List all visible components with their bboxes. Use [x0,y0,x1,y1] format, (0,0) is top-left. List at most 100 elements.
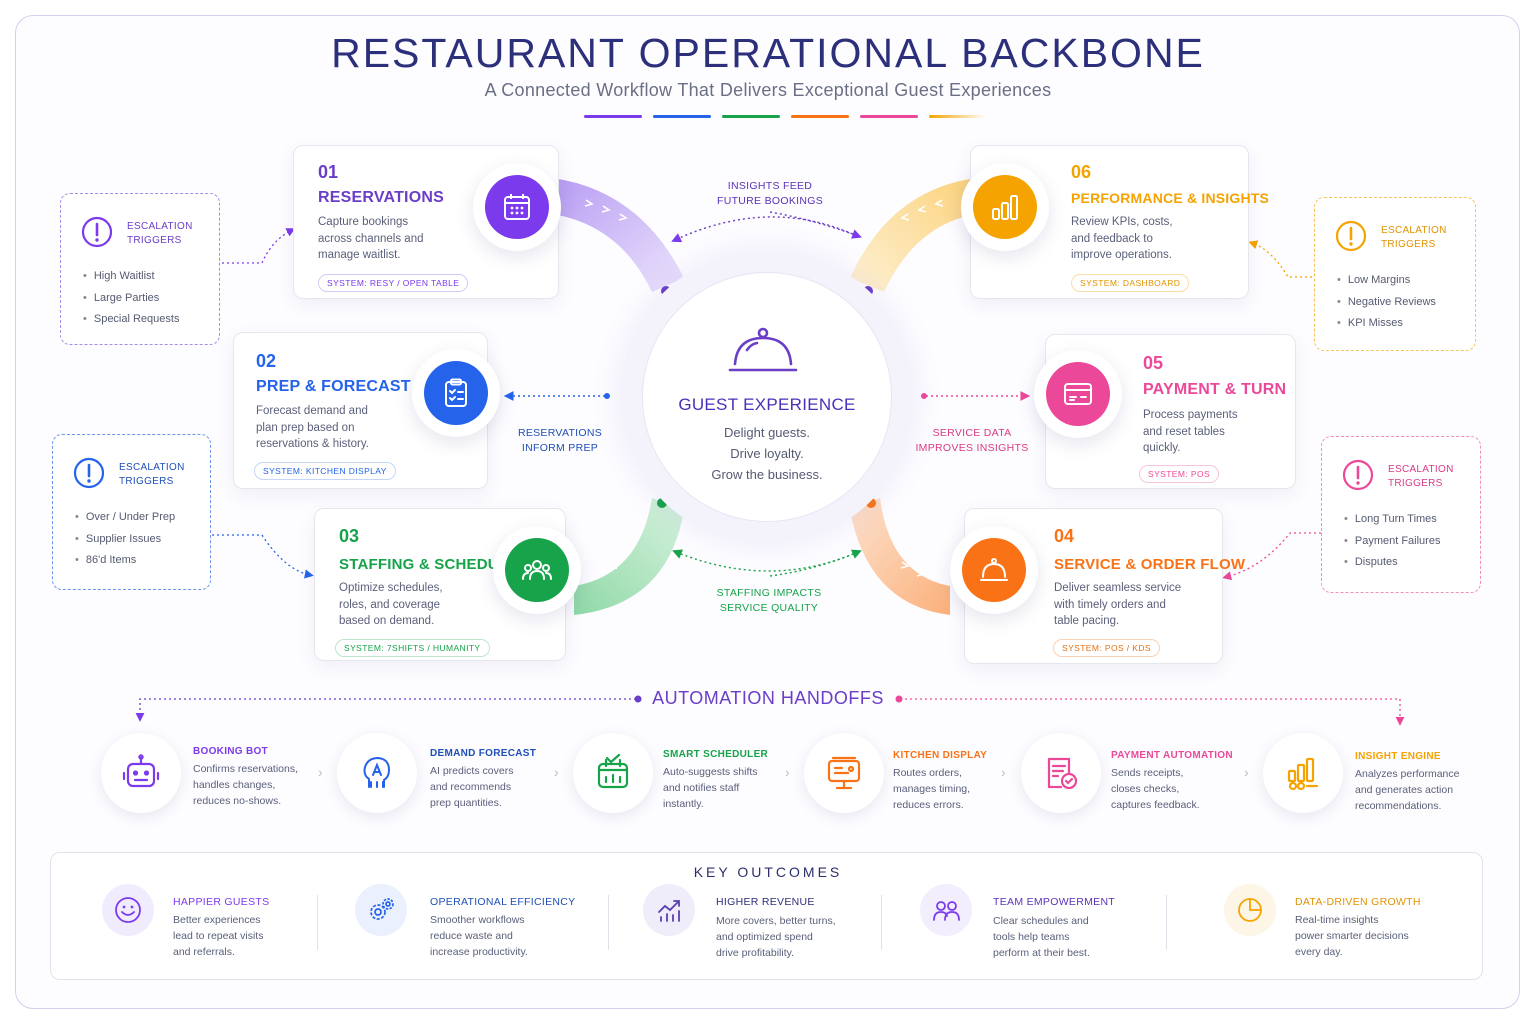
automation-name: DEMAND FORECAST [430,748,537,759]
alert-icon [1342,459,1374,491]
automation-icon-circle [1021,733,1101,813]
page-title: RESTAURANT OPERATIONAL BACKBONE [331,30,1205,76]
escalation-item: Low Margins [1337,270,1436,292]
automation-name: INSIGHT ENGINE [1355,751,1441,762]
outcome-description: Smoother workflows reduce waste and incr… [430,914,528,958]
chevron-right-icon: › [554,764,559,780]
step-badge-reservations [473,163,561,251]
step-system-tag: SYSTEM: 7SHIFTS / HUMANITY [335,639,490,657]
automation-name: KITCHEN DISPLAY [893,750,988,761]
step-system-tag: SYSTEM: KITCHEN DISPLAY [254,462,396,480]
flow-label-reservations: RESERVATIONS INFORM PREP [517,427,603,454]
escalation-list: Over / Under Prep Supplier Issues 86'd I… [75,507,175,572]
step-system-tag: SYSTEM: DASHBOARD [1071,274,1190,292]
escalation-box-prep: ESCALATION TRIGGERS Over / Under Prep Su… [52,434,211,590]
receipt-check-icon [1047,757,1078,790]
escalation-title: ESCALATION TRIGGERS [119,462,185,487]
title-rule-blue [653,115,711,118]
step-number: 02 [256,351,277,371]
step-title: PREP & FORECAST [256,378,411,395]
cloche-icon [728,327,798,372]
hub-center [642,272,892,522]
outcome-name: HIGHER REVENUE [716,896,815,908]
automation-description: Analyzes performance and generates actio… [1355,768,1460,812]
display-icon [827,756,861,790]
outcome-description: More covers, better turns, and optimized… [716,915,836,959]
step-description: Optimize schedules, roles, and coverage … [339,582,443,627]
credit-card-icon [1064,383,1092,405]
outcome-divider [608,895,609,950]
step-badge-prep [412,349,500,437]
step-number: 03 [339,526,360,546]
automation-icon-circle [573,733,653,813]
step-system-tag: SYSTEM: RESY / OPEN TABLE [318,274,469,292]
automation-icon-circle [804,733,884,813]
automation-title: AUTOMATION HANDOFFS [652,688,884,708]
gears-icon [370,898,394,920]
escalation-item: Payment Failures [1344,531,1441,553]
outcome-icon-circle [355,884,407,936]
outcome-divider [317,895,318,950]
flow-label-service: SERVICE DATA IMPROVES INSIGHTS [915,427,1029,454]
automation-description: Confirms reservations, handles changes, … [193,763,299,807]
step-description: Review KPIs, costs, and feedback to impr… [1071,216,1173,261]
escalation-box-payment: ESCALATION TRIGGERS Long Turn Times Paym… [1321,436,1481,593]
escalation-item: Large Parties [83,288,179,310]
escalation-title: ESCALATION TRIGGERS [127,221,193,246]
title-rule-pink [860,115,918,118]
smile-icon [115,897,141,923]
escalation-list: Long Turn Times Payment Failures Dispute… [1344,509,1441,574]
pie-chart-icon [1238,898,1262,922]
escalation-item: KPI Misses [1337,313,1436,335]
title-rule-yellow [929,115,987,118]
step-description: Process payments and reset tables quickl… [1143,409,1238,454]
automation-icon-circle [1263,733,1343,813]
outcome-icon-circle [1224,884,1276,936]
clipboard-icon [445,378,467,407]
escalation-item: Disputes [1344,552,1440,574]
title-rule-green [722,115,780,118]
outcome-icon-circle [920,884,972,936]
chevron-right-icon: › [1001,764,1006,780]
title-rule-orange [791,115,849,118]
chevron-right-icon: › [318,764,323,780]
hub-line-3: Grow the business. [711,467,823,482]
automation-description: Routes orders, manages timing, reduces e… [893,767,971,811]
key-outcomes-title: KEY OUTCOMES [693,864,843,880]
alert-icon [81,216,113,248]
outcome-icon-circle [102,884,154,936]
ai-brain-icon [363,756,391,788]
calendar-icon [504,194,530,220]
outcome-description: Clear schedules and tools help teams per… [993,915,1090,959]
automation-description: Auto-suggests shifts and notifies staff … [663,766,758,810]
step-title: PAYMENT & TURN [1143,381,1287,398]
chevron-right-icon: › [1244,764,1249,780]
escalation-box-performance: ESCALATION TRIGGERS Low Margins Negative… [1314,197,1476,351]
outcome-name: OPERATIONAL EFFICIENCY [430,896,576,908]
step-number: 01 [318,162,339,182]
outcome-name: TEAM EMPOWERMENT [993,896,1116,908]
alert-icon [1335,220,1367,252]
step-system-tag: SYSTEM: POS / KDS [1053,639,1160,657]
analytics-icon [1287,757,1319,791]
step-description: Deliver seamless service with timely ord… [1054,582,1182,627]
step-number: 04 [1054,526,1075,546]
escalation-item: Negative Reviews [1337,292,1436,314]
flow-label-insights: INSIGHTS FEED FUTURE BOOKINGS [716,180,823,207]
step-badge-performance [961,163,1049,251]
step-title: STAFFING & SCHEDULE [339,556,519,573]
automation-icon-circle [337,733,417,813]
service-bell-icon [980,558,1008,581]
calendar-check-icon [597,753,629,789]
automation-icon-circle [101,733,181,813]
team-icon [522,560,552,580]
step-badge-payment [1034,350,1122,438]
escalation-title: ESCALATION TRIGGERS [1388,464,1454,489]
outcome-name: DATA-DRIVEN GROWTH [1295,896,1421,908]
step-badge-service [950,526,1038,614]
outcome-icon-circle [643,884,695,936]
hub-title: GUEST EXPERIENCE [678,395,856,414]
automation-name: PAYMENT AUTOMATION [1111,750,1233,761]
people-icon [933,901,960,921]
escalation-item: High Waitlist [83,266,179,288]
